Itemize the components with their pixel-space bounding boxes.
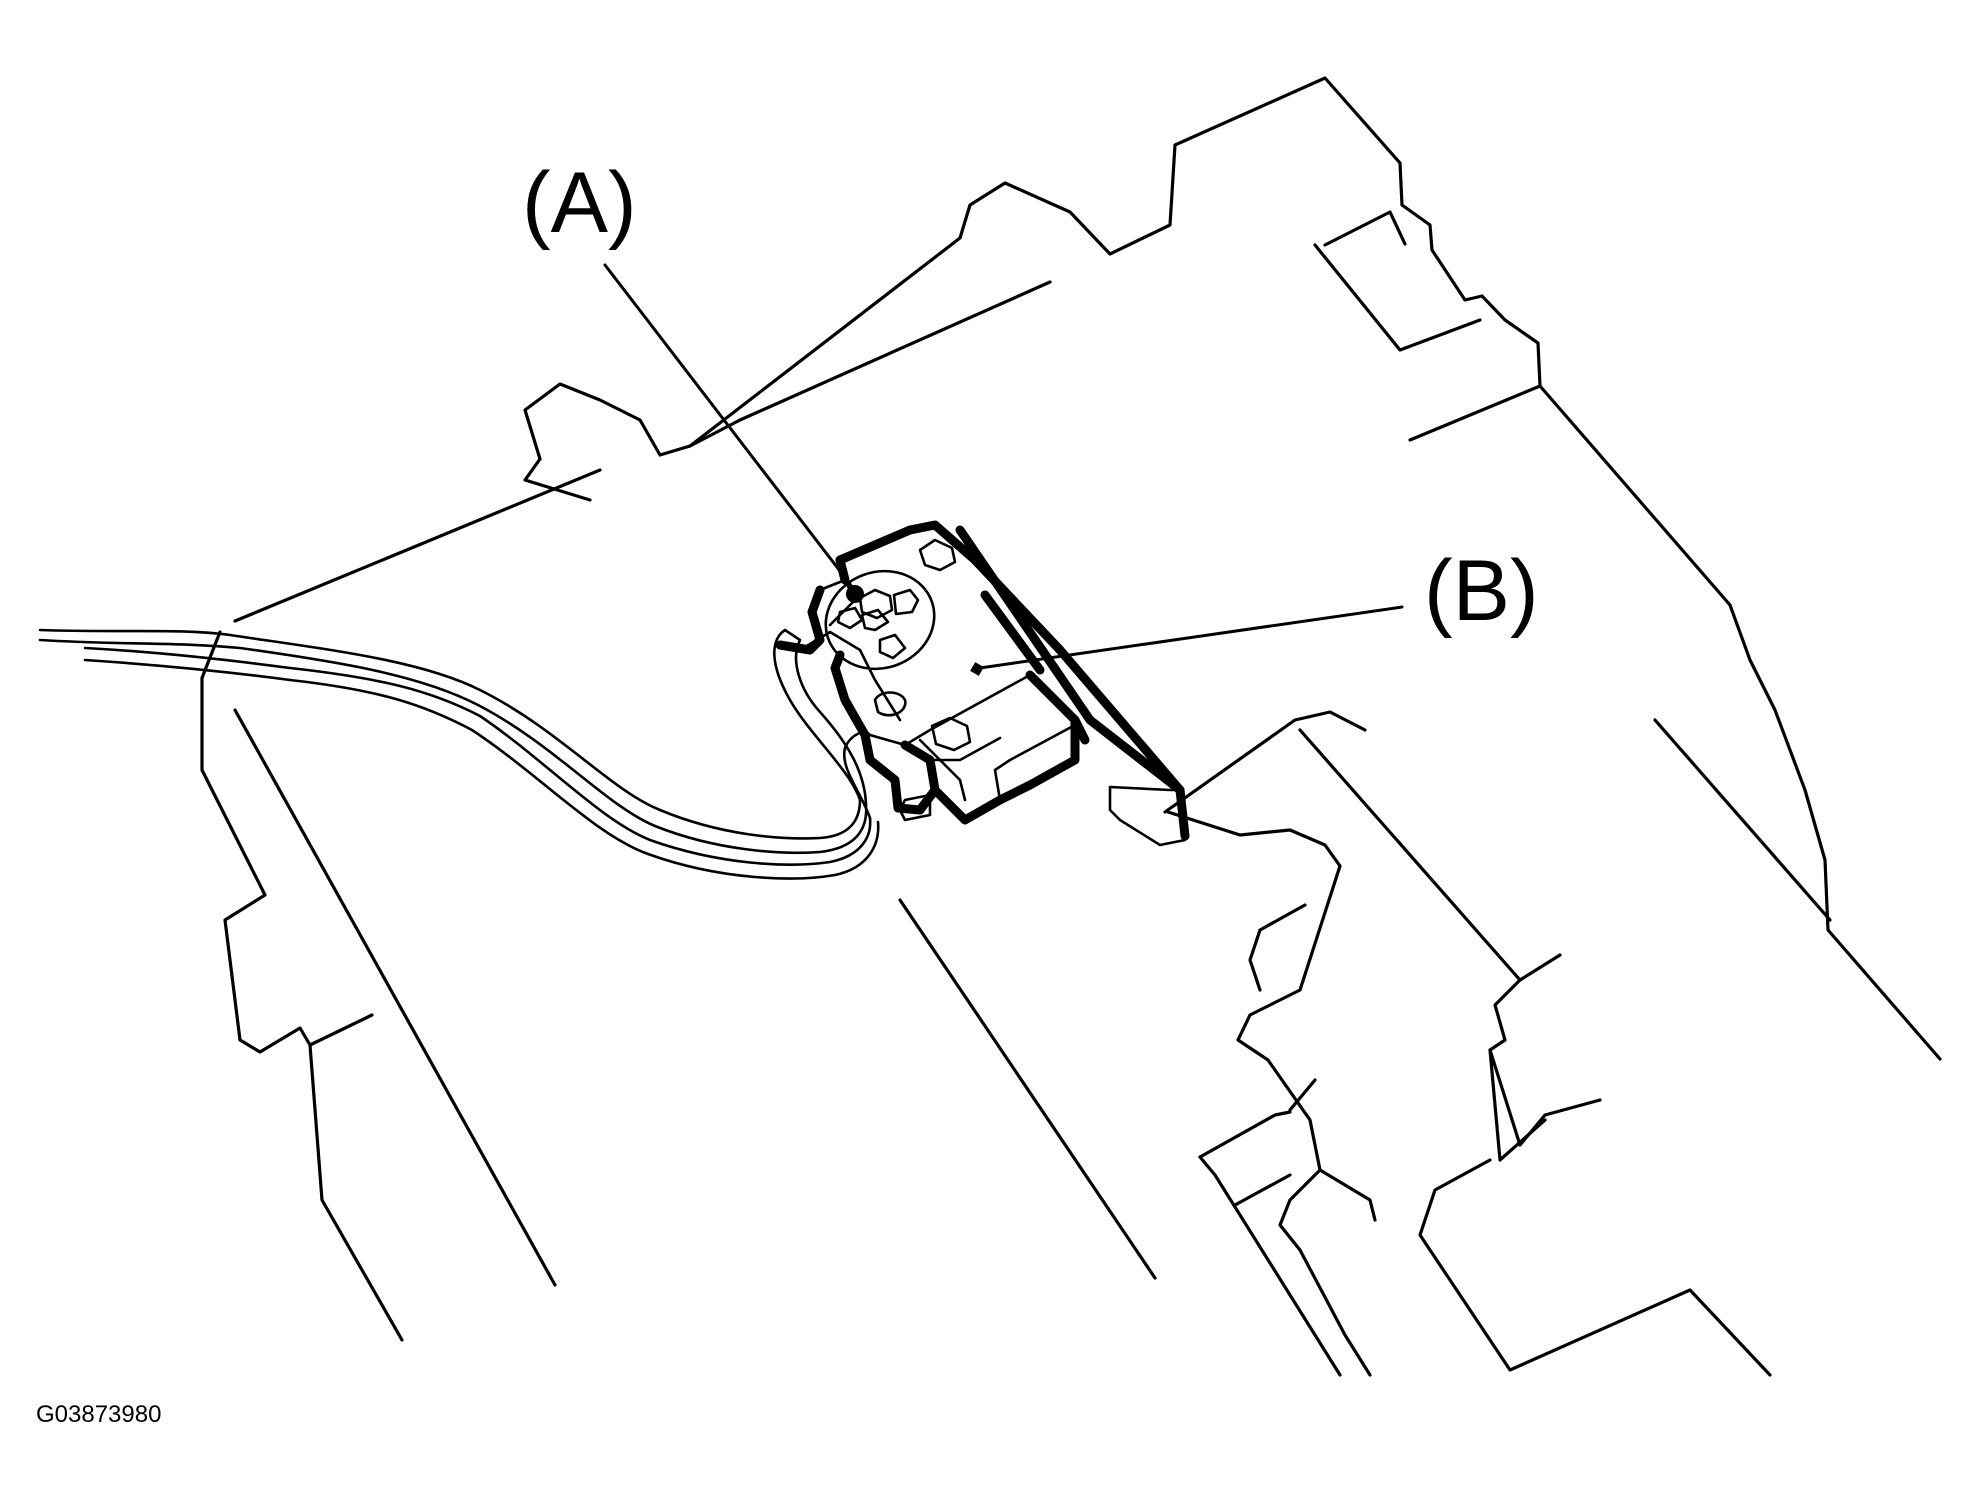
wiring-harness	[38, 628, 880, 880]
reference-point-b	[970, 662, 984, 676]
leader-line-a	[603, 263, 855, 590]
left-flank	[200, 630, 557, 1342]
callout-label-b: (B)	[1424, 543, 1539, 639]
sensor-assembly	[775, 520, 1190, 847]
housing-outline	[233, 76, 1942, 1061]
middle-ribs	[898, 710, 1772, 1377]
figure-id: G03873980	[36, 1401, 161, 1428]
leader-line-b	[978, 605, 1404, 670]
reference-point-a	[846, 585, 864, 603]
callout-label-a: (A)	[522, 155, 637, 251]
